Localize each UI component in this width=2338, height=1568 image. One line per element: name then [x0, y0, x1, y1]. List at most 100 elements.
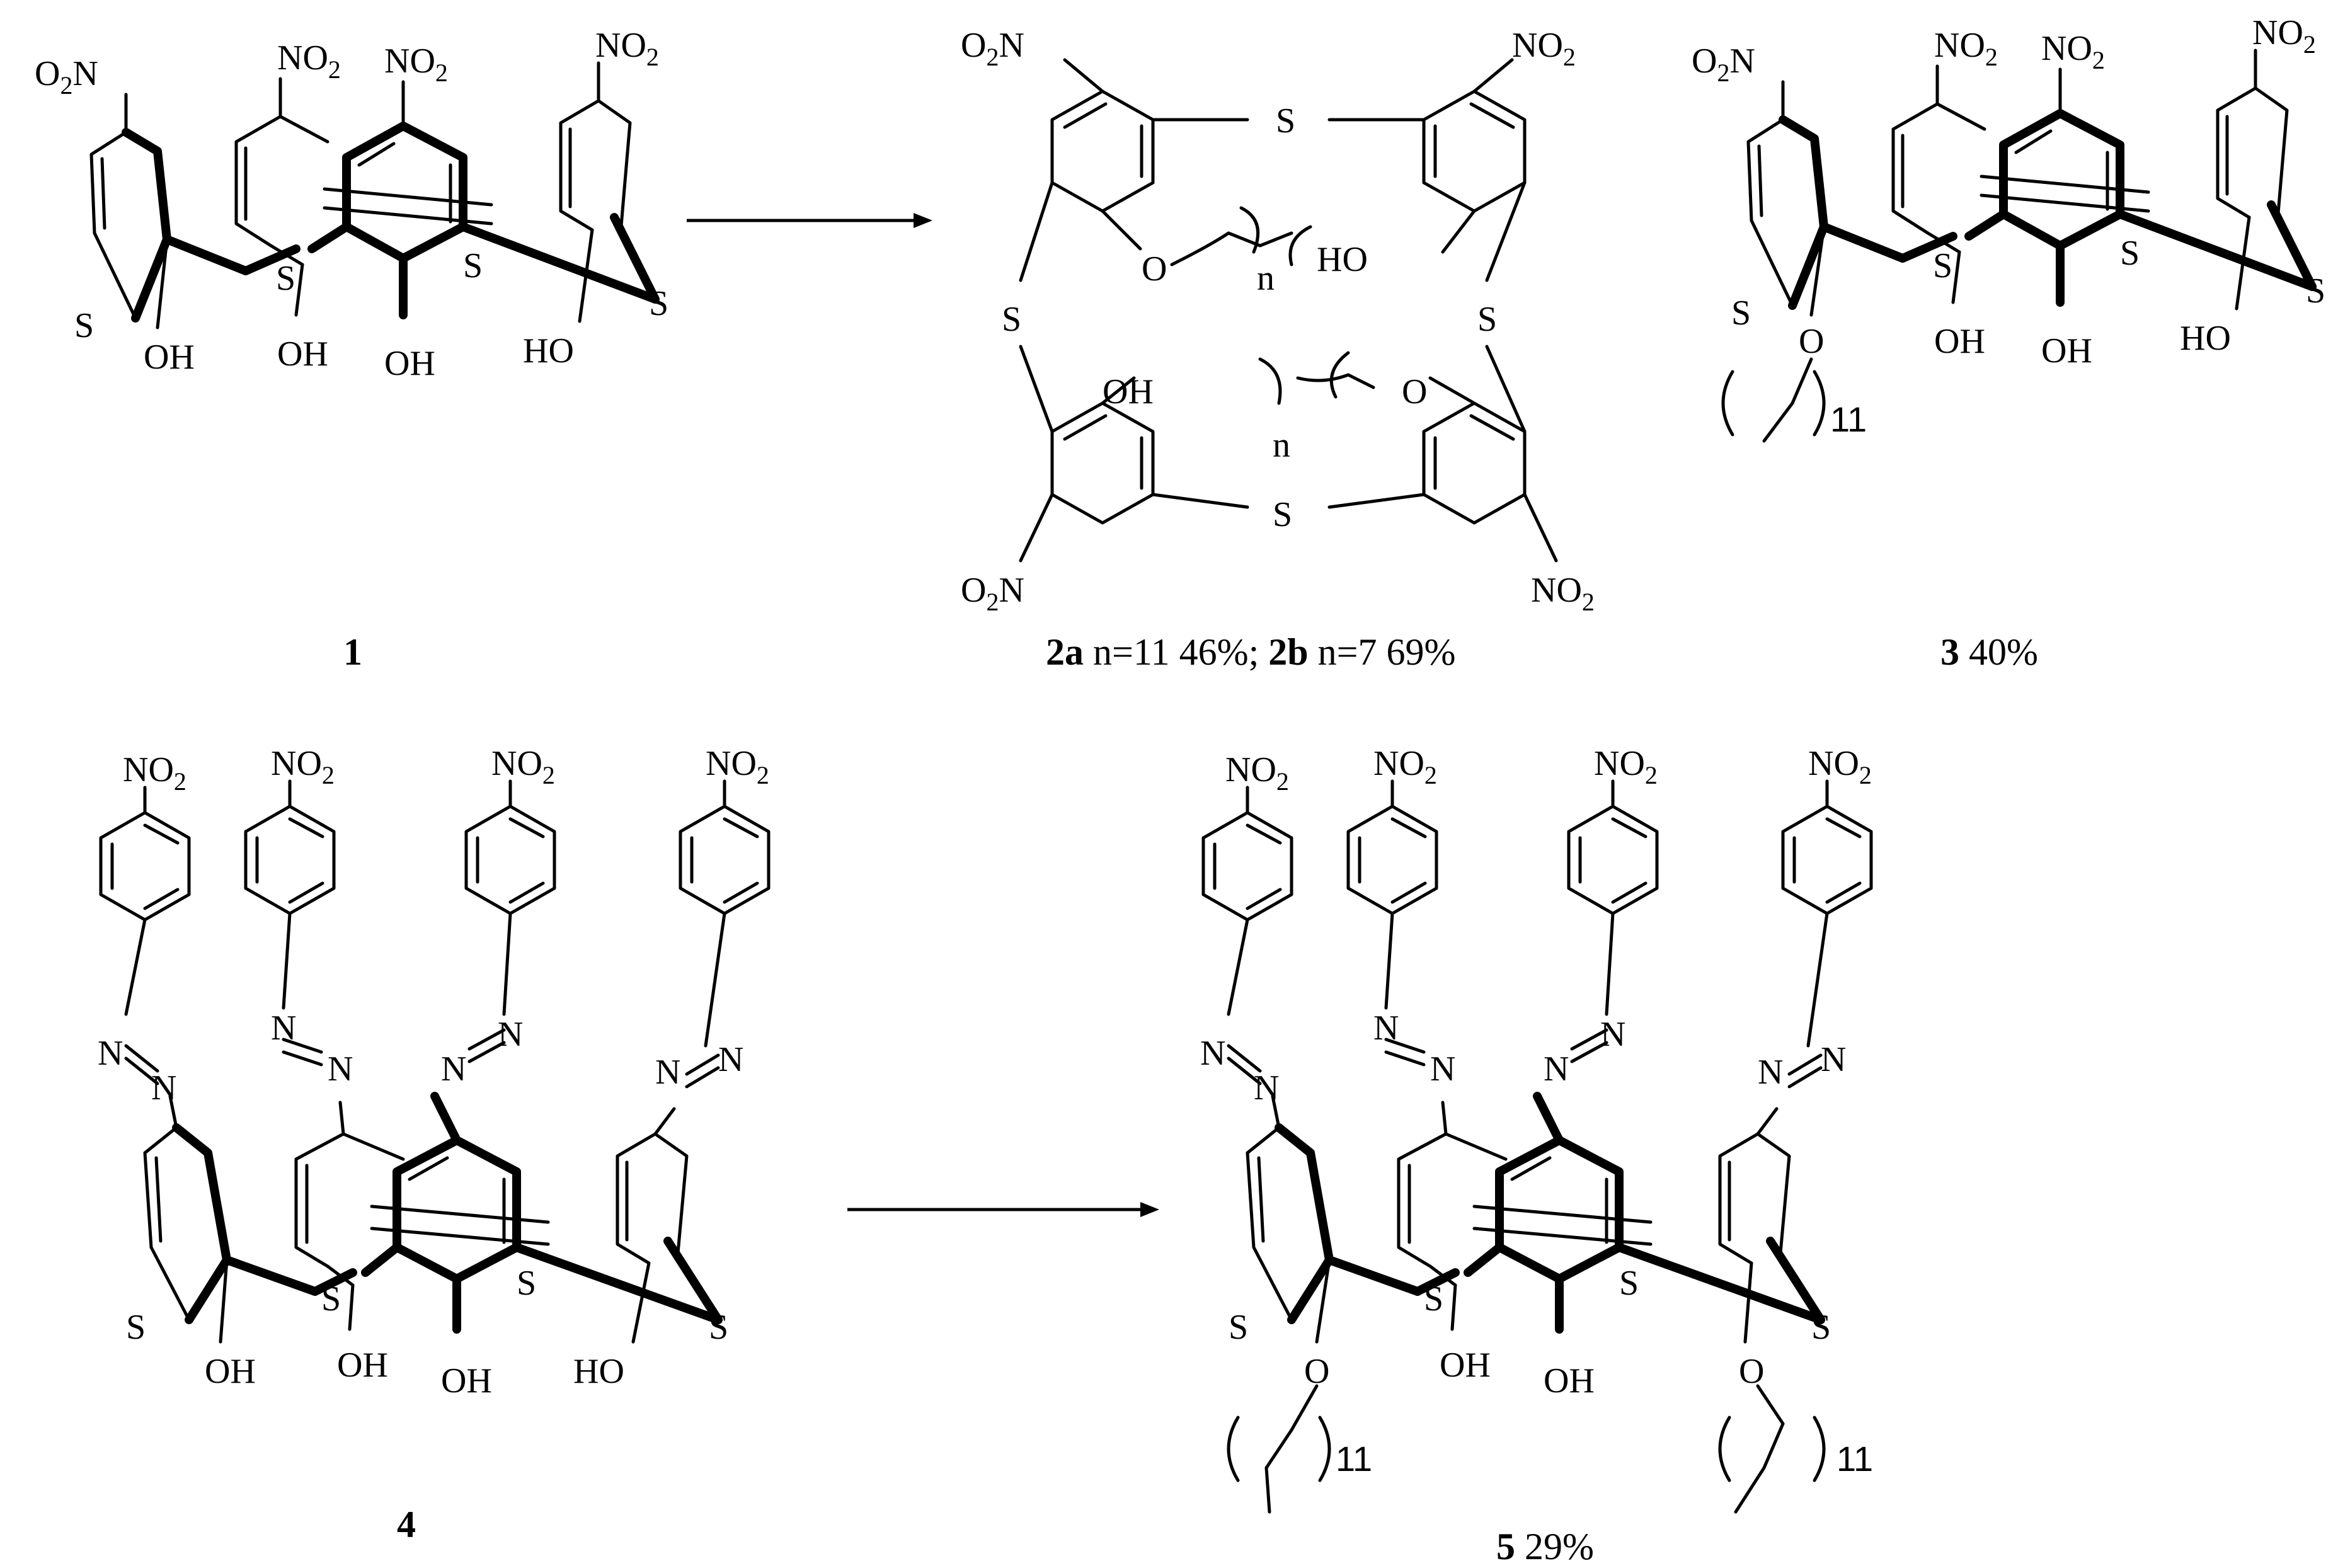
nitro-label: NO2 [706, 744, 769, 789]
nitrogen-atom: N [441, 1050, 466, 1089]
hydroxyl-label: HO [523, 331, 574, 370]
nitrophenyl-ring [1346, 779, 1438, 1010]
caption-4: 4 [397, 1504, 416, 1545]
nitro-label: NO2 [2041, 29, 2105, 74]
nitrogen-atom: N [328, 1050, 353, 1089]
nitrogen-atom: N [98, 1034, 123, 1073]
nitro-label: O2N [1692, 42, 1755, 87]
nitro-label: NO2 [1225, 750, 1289, 796]
oxygen-atom: O [1739, 1352, 1764, 1391]
nitro-label: NO2 [1531, 571, 1595, 616]
nitrogen-atom: N [1200, 1034, 1225, 1073]
sulfur-atom: S [649, 284, 668, 323]
nitrogen-atom: N [1373, 1009, 1399, 1048]
nitro-label: NO2 [123, 750, 186, 796]
nitro-label: O2N [35, 54, 98, 100]
nitrogen-atom: N [1254, 1068, 1279, 1107]
nitrogen-atom: N [1544, 1050, 1569, 1089]
sulfur-atom: S [709, 1308, 728, 1347]
hydroxyl-label: HO [1317, 240, 1368, 279]
nitrogen-atom: N [1821, 1040, 1846, 1079]
caption-2: 2a n=11 46%; 2b n=7 69% [1046, 631, 1455, 673]
nitro-label: NO2 [595, 26, 659, 71]
sulfur-atom: S [1273, 495, 1292, 534]
sulfur-atom: S [1933, 246, 1952, 285]
nitrophenyl-ring [244, 779, 336, 1010]
hydroxyl-label: OH [1544, 1361, 1595, 1400]
hydroxyl-label: OH [384, 344, 435, 383]
sulfur-atom: S [1619, 1264, 1639, 1303]
oxygen-atom: O [1142, 249, 1167, 289]
nitrophenyl-ring [1781, 779, 1873, 1048]
nitrogen-atom: N [498, 1015, 523, 1054]
nitrophenyl-ring [1567, 779, 1659, 1016]
sulfur-atom: S [1731, 294, 1751, 333]
nitrogen-atom: N [1430, 1050, 1455, 1089]
hydroxyl-label: HO [2180, 319, 2231, 358]
nitrogen-atom: N [271, 1009, 296, 1048]
sulfur-atom: S [1002, 300, 1021, 339]
caption-3: 3 40% [1940, 631, 2038, 673]
sulfur-atom: S [463, 246, 483, 285]
nitro-label: NO2 [1934, 26, 1998, 71]
nitrogen-atom: N [151, 1068, 176, 1107]
nitro-label: NO2 [1512, 26, 1576, 71]
nitro-label: O2N [961, 571, 1024, 616]
nitrogen-atom: N [718, 1040, 743, 1079]
hydroxyl-label: OH [337, 1346, 388, 1385]
sulfur-atom: S [1229, 1308, 1248, 1347]
sulfur-atom: S [2120, 234, 2140, 273]
compound-1: S S S S OH OH OH HO O2N NO2 NO2 NO2 [35, 26, 668, 383]
nitro-label: NO2 [1373, 744, 1437, 789]
nitro-label: NO2 [491, 744, 555, 789]
nitro-label: NO2 [384, 42, 448, 87]
chain-n-label: n [1257, 259, 1275, 298]
hydroxyl-label: OH [1440, 1346, 1491, 1385]
sulfur-atom: S [321, 1279, 341, 1319]
compound-3: S S S S O 11 OH OH HO O2N NO2 NO2 NO2 [1692, 13, 2325, 443]
nitrophenyl-ring [464, 779, 556, 1016]
sulfur-atom: S [74, 306, 94, 345]
hydroxyl-label: OH [1934, 322, 1985, 361]
nitro-label: O2N [961, 26, 1024, 71]
hydroxyl-label: OH [441, 1361, 492, 1400]
oxygen-atom: O [1304, 1352, 1329, 1391]
nitrogen-atom: N [1600, 1015, 1625, 1054]
sulfur-atom: S [2306, 272, 2325, 311]
chain-count-label: 11 [1336, 1439, 1372, 1479]
sulfur-atom: S [126, 1308, 146, 1347]
hydroxyl-label: OH [277, 335, 328, 374]
sulfur-atom: S [1276, 101, 1295, 140]
compound-5: NO2 NO2 NO2 NO2 N N N N N N N N S S S S … [1200, 744, 1873, 1514]
nitrogen-atom: N [1758, 1053, 1783, 1092]
sulfur-atom: S [1424, 1279, 1443, 1319]
sulfur-atom: S [517, 1264, 536, 1303]
sulfur-atom: S [1477, 300, 1497, 339]
reaction-arrow [847, 1202, 1159, 1217]
nitro-label: NO2 [1808, 744, 1872, 789]
oxygen-atom: O [1799, 322, 1824, 361]
hydroxyl-label: OH [2041, 331, 2092, 370]
nitro-label: NO2 [2252, 13, 2316, 59]
hydroxyl-label: OH [144, 338, 195, 377]
sulfur-atom: S [1811, 1308, 1831, 1347]
hydroxyl-label: OH [1103, 372, 1154, 411]
nitrophenyl-ring [679, 779, 771, 1048]
hydroxyl-label: HO [573, 1352, 624, 1391]
caption-5: 5 29% [1496, 1526, 1594, 1567]
reaction-arrow [687, 213, 932, 228]
chain-n-label: n [1273, 426, 1290, 465]
nitrophenyl-ring [99, 786, 191, 1016]
chain-count-label: 11 [1837, 1439, 1873, 1479]
oxygen-atom: O [1402, 372, 1427, 411]
sulfur-atom: S [276, 259, 295, 298]
nitrogen-atom: N [655, 1053, 680, 1092]
nitro-label: NO2 [271, 744, 335, 789]
caption-1: 1 [343, 631, 362, 673]
nitrophenyl-ring [1201, 786, 1293, 1016]
compound-4: NO2 NO2 NO2 NO2 N N N N N N N N S S S S … [98, 744, 771, 1400]
nitro-label: NO2 [1594, 744, 1658, 789]
nitro-label: NO2 [277, 38, 341, 84]
compound-2: n n S S S S O HO OH O O2N NO2 O2N NO2 [961, 26, 1595, 616]
